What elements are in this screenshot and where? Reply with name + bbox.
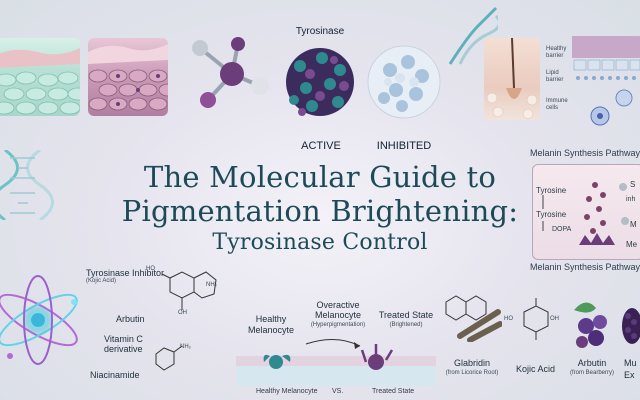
kojic-acid-structure-icon [523, 298, 549, 340]
pathway-step-dopa: DOPA [552, 226, 572, 233]
skin-cells-illustration [0, 48, 80, 115]
overactive-melanocyte-word: Melanocyte [314, 310, 362, 320]
overactive-word: Overactive [316, 300, 360, 310]
pathway-fragment-s: S [630, 180, 636, 189]
overactive-melanocyte-label: Overactive Melanocyte (Hyperpigmentation… [300, 300, 376, 330]
active-label: ACTIVE [301, 140, 341, 152]
inhibited-label: INHIBITED [376, 140, 432, 152]
arbutin-right-label-group: Arbutin (from Bearberry) [566, 358, 618, 378]
chem-ho-left: HO [146, 266, 155, 272]
brightened-label: (Brightened) [389, 322, 423, 328]
melanocyte-word: Melanocyte [247, 325, 295, 335]
immune-cells-label: Immune cells [546, 98, 568, 111]
glabridin-sublabel: (from Licorice Root) [445, 370, 499, 376]
lipid-barrier-label: Lipid barrier [546, 70, 564, 83]
title-line-3: Tyrosinase Control [212, 230, 428, 255]
arbutin-right-sublabel: (from Bearberry) [569, 370, 614, 376]
chem-nh2b-left: NH₂ [180, 344, 191, 350]
niacinamide-structure-icon [155, 345, 183, 371]
active-enzyme-illustration [286, 48, 354, 116]
pathway-fragment-me: Me [626, 240, 638, 249]
footer-treated-label: Treated State [372, 388, 415, 395]
dna-helix-icon [0, 150, 54, 220]
inhibited-enzyme-illustration [367, 45, 441, 119]
atom-icon [0, 275, 78, 365]
molecule-model-icon [192, 37, 269, 108]
glabridin-label: Glabridin [453, 358, 491, 368]
pathway-title-bottom: Melanin Synthesis Pathway [530, 262, 640, 272]
chem-oh-right: OH [550, 316, 559, 322]
arbutin-structure-icon [161, 271, 217, 310]
melanin-pathway-panel [532, 164, 640, 260]
vitc-label-group: Vitamin C derivative [104, 334, 143, 354]
healthy-barrier-label: Healthy barrier [546, 46, 567, 59]
tyrosinase-title: Tyrosinase [295, 26, 345, 37]
glabridin-structure-icon [445, 295, 502, 342]
healthy-melanocyte-label: Healthy Melanocyte [246, 314, 296, 336]
mulberry-extract-label: Ex [624, 370, 635, 380]
mulberry-label: Mu [624, 358, 637, 368]
niacinamide-label: Niacinamide [90, 370, 140, 380]
hyperpigmentation-label: (Hyperpigmentation) [310, 322, 366, 328]
skin-cells-panel-left [0, 38, 80, 116]
kojic-acid-label: Kojic Acid [516, 364, 556, 374]
healthy-word: Healthy [255, 314, 287, 324]
skin-cells-panel-right [88, 38, 168, 116]
chem-oh-left: OH [178, 310, 187, 316]
vitc-sublabel: derivative [104, 344, 143, 354]
dna-helix-top-icon [448, 6, 498, 65]
footer-healthy-label: Healthy Melanocyte [256, 388, 318, 395]
arbutin-right-label: Arbutin [577, 358, 607, 368]
inhibitor-label-group: Tyrosinase Inhibitor (Kojic Acid) [86, 268, 164, 284]
inhibitor-sublabel: (Kojic Acid) [86, 278, 117, 284]
bearberry-icon [574, 302, 607, 348]
inhibitor-label: Tyrosinase Inhibitor [86, 268, 165, 278]
hair-follicle-panel [484, 37, 540, 120]
pathway-title-top: Melanin Synthesis Pathway [530, 148, 640, 158]
treated-word: Treated State [378, 310, 434, 320]
pigmented-cells-illustration [88, 44, 168, 111]
pathway-illustration [542, 182, 629, 245]
title-line-1: The Molecular Guide to [143, 160, 497, 194]
chem-ho-right: HO [504, 316, 513, 322]
footer-vs-label: VS. [332, 388, 344, 395]
main-title: The Molecular Guide to Pigmentation Brig… [0, 160, 640, 258]
melanocyte-comparison-illustration [236, 339, 436, 386]
pathway-fragment-inh: inh [626, 196, 636, 203]
pathway-step-tyrosine-1: Tyrosine [536, 186, 567, 195]
arbutin-label-left: Arbutin [116, 314, 145, 324]
mulberry-icon [622, 308, 640, 344]
hair-follicle-illustration [486, 37, 538, 120]
skin-barrier-illustration [572, 36, 640, 126]
treated-state-label: Treated State (Brightened) [374, 310, 438, 330]
pathway-fragment-m: M [630, 220, 637, 229]
title-line-2: Pigmentation Brightening: [121, 194, 519, 228]
pathway-step-tyrosine-2: Tyrosine [536, 210, 567, 219]
glabridin-label-group: Glabridin (from Licorice Root) [442, 358, 502, 378]
chem-nh2-left: NH₂ [206, 282, 217, 288]
vitc-label: Vitamin C [104, 334, 143, 344]
